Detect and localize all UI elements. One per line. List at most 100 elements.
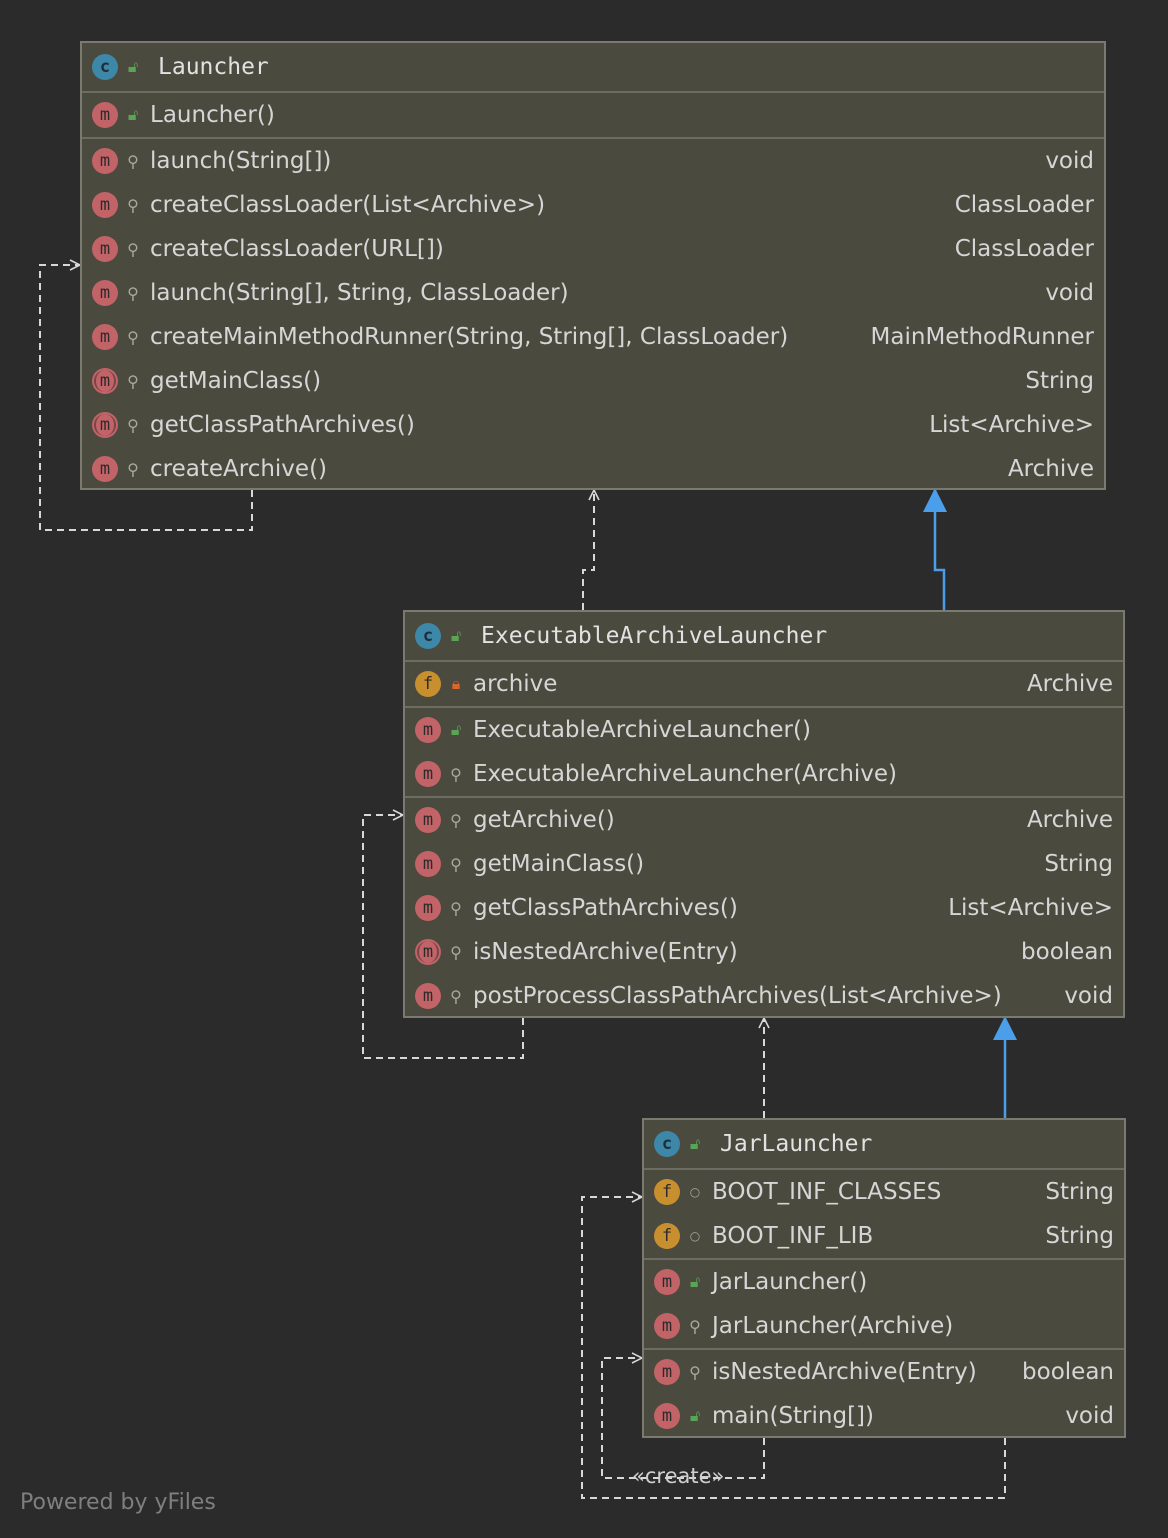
method-return-type: ClassLoader — [954, 192, 1094, 218]
public-icon: 🔓︎ — [689, 1272, 701, 1291]
jar-header: c 🔓︎ JarLauncher — [644, 1120, 1124, 1170]
protected-icon: ⚲ — [450, 942, 462, 962]
field-icon: f — [415, 671, 441, 697]
method-row[interactable]: m⚲createClassLoader(List<Archive>)ClassL… — [82, 183, 1104, 227]
protected-icon: ⚲ — [127, 283, 139, 303]
method-signature: isNestedArchive(Entry) — [473, 939, 738, 965]
method-signature: getArchive() — [473, 807, 615, 833]
constructor-signature: ExecutableArchiveLauncher() — [473, 717, 811, 743]
launcher-class-box[interactable]: c 🔓︎ Launcher m🔓︎Launcher() m⚲launch(Str… — [80, 41, 1106, 490]
method-return-type: Archive — [1007, 456, 1094, 482]
executable-header: c 🔓︎ ExecutableArchiveLauncher — [405, 612, 1123, 662]
method-icon: m — [415, 983, 441, 1009]
method-row[interactable]: m⚲getClassPathArchives()List<Archive> — [405, 886, 1123, 930]
method-icon: m — [654, 1359, 680, 1385]
executable-to-launcher-dependency — [582, 490, 594, 610]
method-signature: createClassLoader(URL[]) — [150, 236, 444, 262]
constructor-row[interactable]: m 🔓︎ ExecutableArchiveLauncher() — [405, 708, 1123, 752]
protected-icon: ⚲ — [127, 371, 139, 391]
abstract-method-icon: m — [415, 939, 441, 965]
executable-constructors: m 🔓︎ ExecutableArchiveLauncher() m⚲Executab… — [405, 708, 1123, 798]
method-row[interactable]: m⚲createMainMethodRunner(String, String[… — [82, 315, 1104, 359]
jar-self-dependency — [581, 1197, 1006, 1499]
method-row[interactable]: m🔓︎main(String[])void — [644, 1394, 1124, 1438]
protected-icon: ⚲ — [127, 415, 139, 435]
protected-icon: ⚲ — [450, 986, 462, 1006]
method-return-type: MainMethodRunner — [870, 324, 1094, 350]
executable-class-box[interactable]: c 🔓︎ ExecutableArchiveLauncher f 🔒︎ archiv… — [403, 610, 1125, 1018]
method-icon: m — [92, 192, 118, 218]
method-return-type: void — [1045, 280, 1094, 306]
method-icon: m — [415, 717, 441, 743]
class-icon: c — [654, 1131, 680, 1157]
protected-icon: ⚲ — [450, 854, 462, 874]
constructor-signature: JarLauncher(Archive) — [712, 1313, 954, 1339]
method-row[interactable]: m⚲getClassPathArchives()List<Archive> — [82, 403, 1104, 447]
protected-icon: ⚲ — [689, 1362, 701, 1382]
method-row[interactable]: m⚲launch(String[], String, ClassLoader)v… — [82, 271, 1104, 315]
method-return-type: String — [1025, 368, 1094, 394]
executable-extends-launcher — [923, 488, 947, 610]
class-name: ExecutableArchiveLauncher — [481, 623, 828, 649]
field-icon: f — [654, 1223, 680, 1249]
method-icon: m — [654, 1269, 680, 1295]
method-return-type: boolean — [1022, 1359, 1114, 1385]
field-signature: BOOT_INF_LIB — [712, 1223, 874, 1249]
method-row[interactable]: m⚲getArchive()Archive — [405, 798, 1123, 842]
constructor-row[interactable]: m🔓︎Launcher() — [82, 93, 1104, 137]
method-return-type: List<Archive> — [948, 895, 1113, 921]
method-return-type: List<Archive> — [929, 412, 1094, 438]
field-signature: BOOT_INF_CLASSES — [712, 1179, 942, 1205]
constructor-row[interactable]: m🔓︎JarLauncher() — [644, 1260, 1124, 1304]
abstract-method-icon: m — [92, 412, 118, 438]
method-row[interactable]: m⚲isNestedArchive(Entry)boolean — [644, 1350, 1124, 1394]
powered-by-footer: Powered by yFiles — [20, 1490, 216, 1515]
method-icon: m — [92, 148, 118, 174]
package-private-icon: ○ — [689, 1229, 701, 1243]
method-signature: launch(String[]) — [150, 148, 332, 174]
method-icon: m — [415, 761, 441, 787]
method-signature: createMainMethodRunner(String, String[],… — [150, 324, 789, 350]
field-signature: archive — [473, 671, 558, 697]
create-stereotype-label: «create» — [632, 1464, 725, 1488]
protected-icon: ⚲ — [450, 810, 462, 830]
public-icon: 🔓︎ — [450, 720, 462, 739]
constructor-row[interactable]: m⚲ExecutableArchiveLauncher(Archive) — [405, 752, 1123, 796]
protected-icon: ⚲ — [127, 195, 139, 215]
method-return-type: void — [1065, 1403, 1114, 1429]
method-icon: m — [92, 236, 118, 262]
constructor-signature: ExecutableArchiveLauncher(Archive) — [473, 761, 898, 787]
method-row[interactable]: m⚲isNestedArchive(Entry)boolean — [405, 930, 1123, 974]
abstract-method-icon: m — [92, 368, 118, 394]
method-row[interactable]: m ⚲ launch(String[]) void — [82, 139, 1104, 183]
protected-icon: ⚲ — [450, 898, 462, 918]
method-row[interactable]: m⚲getMainClass()String — [405, 842, 1123, 886]
method-icon: m — [654, 1403, 680, 1429]
field-return-type: Archive — [1026, 671, 1113, 697]
launcher-header: c 🔓︎ Launcher — [82, 43, 1104, 93]
method-row[interactable]: m ⚲ postProcessClassPathArchives(List<Arch… — [405, 974, 1123, 1018]
private-icon: 🔒︎ — [451, 674, 461, 693]
public-icon: 🔓︎ — [689, 1406, 701, 1425]
class-icon: c — [415, 623, 441, 649]
protected-icon: ⚲ — [127, 151, 139, 171]
jar-constructors: m🔓︎JarLauncher()m⚲JarLauncher(Archive) — [644, 1260, 1124, 1350]
method-return-type: void — [1045, 148, 1094, 174]
method-icon: m — [92, 456, 118, 482]
method-row[interactable]: m⚲createClassLoader(URL[])ClassLoader — [82, 227, 1104, 271]
method-signature: postProcessClassPathArchives(List<Archiv… — [473, 983, 1002, 1009]
class-name: JarLauncher — [720, 1131, 873, 1157]
class-icon: c — [92, 54, 118, 80]
method-row[interactable]: m⚲createArchive()Archive — [82, 447, 1104, 491]
constructor-row[interactable]: m⚲JarLauncher(Archive) — [644, 1304, 1124, 1348]
field-row[interactable]: f 🔒︎ archive Archive — [405, 662, 1123, 706]
protected-icon: ⚲ — [127, 459, 139, 479]
protected-icon: ⚲ — [127, 327, 139, 347]
method-row[interactable]: m⚲getMainClass()String — [82, 359, 1104, 403]
